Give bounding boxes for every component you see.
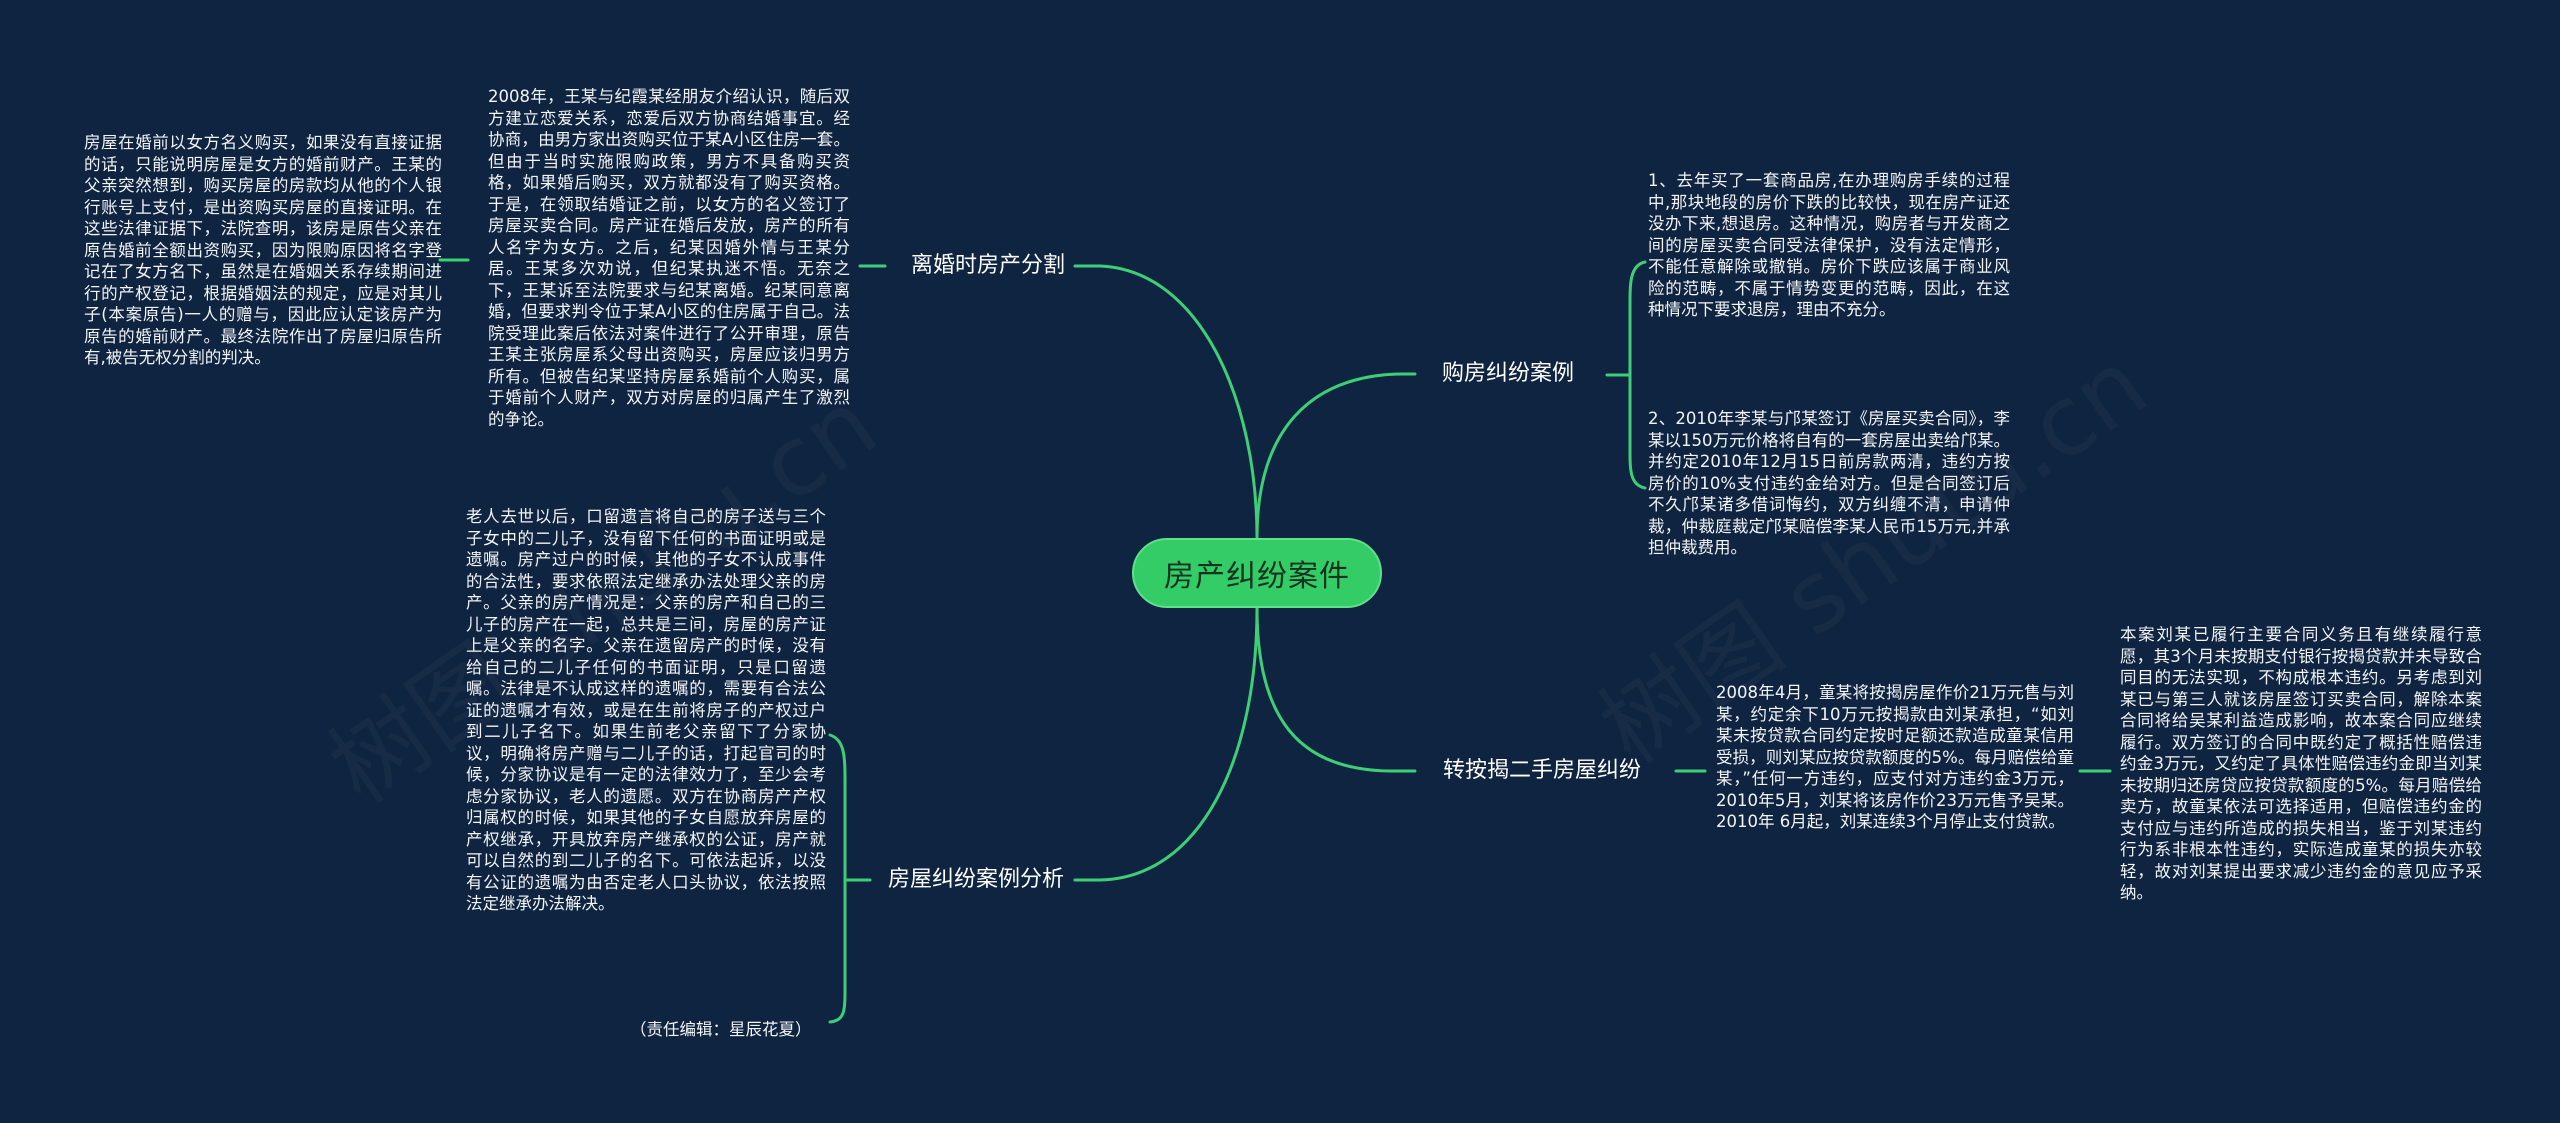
leaf-text: 本案刘某已履行主要合同义务且有继续履行意愿，其3个月未按期支付银行按揭贷款并未导… (2120, 625, 2482, 902)
leaf-purchase-case-2[interactable]: 2、2010年李某与邝某签订《房屋买卖合同》，李某以150万元价格将自有的一套房… (1648, 408, 2010, 559)
leaf-mortgage-case[interactable]: 2008年4月，童某将按揭房屋作价21万元售与刘某，约定余下10万元按揭款由刘某… (1716, 682, 2074, 833)
branch-label: 离婚时房产分割 (911, 253, 1066, 278)
leaf-divorce-case[interactable]: 2008年，王某与纪霞某经朋友介绍认识，随后双方建立恋爱关系，恋爱后双方协商结婚… (488, 86, 850, 430)
branch-dispute-analysis[interactable]: 房屋纠纷案例分析 (888, 865, 1064, 895)
branch-label: 购房纠纷案例 (1442, 361, 1575, 386)
leaf-divorce-ruling[interactable]: 房屋在婚前以女方名义购买，如果没有直接证据的话，只能说明房屋是女方的婚前财产。王… (84, 132, 442, 369)
leaf-text: 房屋在婚前以女方名义购买，如果没有直接证据的话，只能说明房屋是女方的婚前财产。王… (84, 133, 442, 367)
leaf-text: 2008年，王某与纪霞某经朋友介绍认识，随后双方建立恋爱关系，恋爱后双方协商结婚… (488, 87, 850, 429)
editor-text: （责任编辑：星辰花夏） (630, 1020, 812, 1039)
branch-mortgage-transfer-dispute[interactable]: 转按揭二手房屋纠纷 (1443, 756, 1641, 786)
branch-label: 房屋纠纷案例分析 (888, 867, 1065, 892)
branch-divorce-property-division[interactable]: 离婚时房产分割 (911, 251, 1065, 281)
leaf-text: 2、2010年李某与邝某签订《房屋买卖合同》，李某以150万元价格将自有的一套房… (1648, 409, 2010, 557)
root-label: 房产纠纷案件 (1164, 559, 1350, 594)
leaf-text: 老人去世以后，口留遗言将自己的房子送与三个子女中的二儿子，没有留下任何的书面证明… (466, 507, 826, 913)
branch-label: 转按揭二手房屋纠纷 (1443, 758, 1642, 783)
leaf-mortgage-ruling[interactable]: 本案刘某已履行主要合同义务且有继续履行意愿，其3个月未按期支付银行按揭贷款并未导… (2120, 624, 2482, 904)
branch-purchase-dispute[interactable]: 购房纠纷案例 (1442, 359, 1574, 389)
leaf-text: 1、去年买了一套商品房,在办理购房手续的过程中,那块地段的房价下跌的比较快，现在… (1648, 171, 2010, 319)
leaf-text: 2008年4月，童某将按揭房屋作价21万元售与刘某，约定余下10万元按揭款由刘某… (1716, 683, 2074, 831)
leaf-purchase-case-1[interactable]: 1、去年买了一套商品房,在办理购房手续的过程中,那块地段的房价下跌的比较快，现在… (1648, 170, 2010, 321)
root-node[interactable]: 房产纠纷案件 (1132, 538, 1382, 608)
editor-credit: （责任编辑：星辰花夏） (630, 1016, 812, 1040)
leaf-inheritance-case[interactable]: 老人去世以后，口留遗言将自己的房子送与三个子女中的二儿子，没有留下任何的书面证明… (466, 506, 826, 915)
